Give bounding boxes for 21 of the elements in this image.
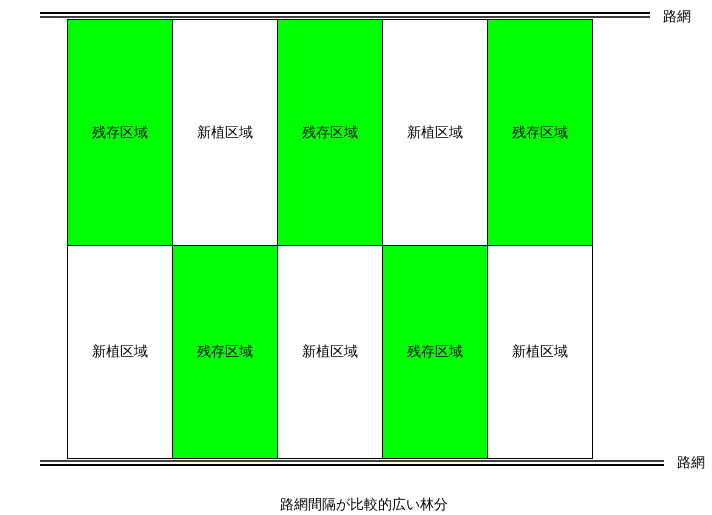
area-block [67, 19, 173, 247]
area-label: 新植区域 [512, 343, 568, 361]
area-block [382, 245, 488, 459]
area-label: 残存区域 [302, 124, 358, 142]
area-label: 残存区域 [92, 124, 148, 142]
area-label: 新植区域 [197, 124, 253, 142]
area-label: 残存区域 [197, 343, 253, 361]
area-block [67, 245, 173, 459]
area-label: 残存区域 [512, 124, 568, 142]
road-label: 路網 [663, 8, 691, 26]
area-label: 新植区域 [407, 124, 463, 142]
road-label: 路網 [677, 454, 705, 472]
area-label: 新植区域 [302, 343, 358, 361]
area-block [277, 19, 383, 247]
area-label: 新植区域 [92, 343, 148, 361]
area-block [487, 245, 593, 459]
area-block [172, 245, 278, 459]
caption: 路網間隔が比較的広い林分 [279, 496, 449, 514]
area-label: 残存区域 [407, 343, 463, 361]
area-block [277, 245, 383, 459]
area-block [487, 19, 593, 247]
